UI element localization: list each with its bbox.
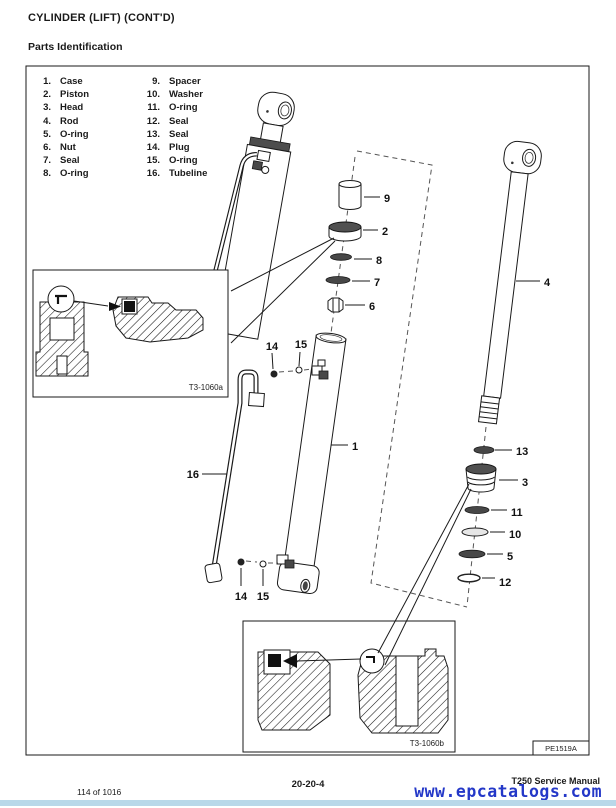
parts-list: 1. Case 9. Spacer 2. Piston 10. Washer 3. Head 1… — [37, 75, 207, 181]
part-number: 7. — [43, 155, 51, 167]
assembled-cylinder-drawing — [211, 91, 295, 340]
callout-4: 4 — [544, 277, 551, 289]
part-name: O-ring — [60, 128, 89, 140]
inset-bottom: T3-1060b — [242, 620, 456, 753]
part-name: Head — [60, 102, 84, 114]
plug-oring-top — [270, 366, 313, 378]
callout-6: 6 — [369, 301, 375, 313]
part-name: O-ring — [169, 102, 198, 114]
part-name: Seal — [169, 128, 189, 140]
part-name: Seal — [60, 155, 80, 167]
callout-circle-top — [47, 285, 75, 313]
section-subtitle: Parts Identification — [28, 41, 123, 53]
parts-list-row: 6. Nut 14. Plug — [37, 141, 207, 154]
case-drawing — [276, 332, 347, 595]
part-number: 2. — [43, 89, 51, 101]
callout-10: 10 — [509, 529, 521, 541]
part-number: 9. — [152, 76, 160, 87]
part-number: 3. — [43, 102, 51, 114]
callout-numbers: 9 2 8 7 6 4 13 3 11 10 5 12 1 16 14 15 1… — [187, 193, 551, 603]
part-number: 5. — [43, 128, 51, 140]
part-name: Case — [60, 76, 83, 87]
footer-sheet-number: 114 of 1016 — [77, 787, 122, 797]
part-number: 14. — [146, 142, 160, 154]
part-number: 8. — [43, 168, 51, 180]
part-number: 11. — [147, 102, 160, 114]
figure-code-box: PE1519A — [532, 740, 590, 756]
exploded-parts-right — [457, 446, 497, 583]
callout-11: 11 — [511, 507, 523, 519]
part-name: Seal — [169, 115, 189, 127]
part-name: Nut — [60, 142, 76, 154]
callout-1: 1 — [352, 441, 358, 453]
callout-9: 9 — [384, 193, 390, 205]
part-number: 6. — [43, 142, 51, 154]
rod-drawing — [477, 140, 542, 425]
callout-14-top: 14 — [266, 341, 279, 353]
tubeline-drawing — [204, 369, 265, 584]
callout-8: 8 — [376, 255, 382, 267]
callout-7: 7 — [374, 277, 380, 289]
part-name: Washer — [169, 89, 203, 101]
callout-2: 2 — [382, 226, 388, 238]
part-name: Plug — [169, 142, 190, 154]
callout-circle-bottom — [359, 648, 385, 674]
part-number: 1. — [43, 76, 51, 87]
callout-5: 5 — [507, 551, 513, 563]
parts-list-row: 2. Piston 10. Washer — [37, 88, 207, 101]
part-number: 15. — [146, 155, 160, 167]
part-number: 13. — [146, 128, 160, 140]
callout-14-bottom: 14 — [235, 591, 248, 603]
part-name: Spacer — [169, 76, 201, 87]
parts-list-row: 5. O-ring 13. Seal — [37, 128, 207, 141]
part-number: 12. — [146, 115, 160, 127]
plug-oring-bottom — [237, 558, 278, 568]
part-name: O-ring — [60, 168, 89, 180]
callout-15-top: 15 — [295, 339, 307, 351]
parts-list-row: 1. Case 9. Spacer — [37, 75, 207, 88]
part-name: O-ring — [169, 155, 198, 167]
callout-3: 3 — [522, 477, 528, 489]
callout-15-bottom: 15 — [257, 591, 269, 603]
arrow-icon — [283, 654, 297, 668]
bottom-blue-bar — [0, 800, 616, 806]
inset-bottom-label: T3-1060b — [410, 739, 445, 748]
figure-code: PE1519A — [545, 744, 577, 753]
part-name: Piston — [60, 89, 90, 101]
part-number: 4. — [43, 115, 51, 127]
part-name: Tubeline — [169, 168, 208, 180]
parts-list-row: 3. Head 11. O-ring — [37, 101, 207, 114]
part-number: 10. — [146, 89, 160, 101]
footer-manual-name: T250 Service Manual — [511, 776, 600, 786]
page-title: CYLINDER (LIFT) (CONT'D) — [28, 12, 175, 24]
inset-leader-lines — [230, 237, 472, 666]
callout-leader-lines — [202, 196, 540, 586]
callout-13: 13 — [516, 446, 528, 458]
inset-top-label: T3-1060a — [189, 383, 224, 392]
arrow-icon — [109, 302, 121, 311]
parts-list-row: 4. Rod 12. Seal — [37, 115, 207, 128]
callout-16: 16 — [187, 469, 199, 481]
callout-12: 12 — [499, 577, 511, 589]
case-port-fittings — [276, 359, 329, 569]
watermark-text: www.epcatalogs.com — [414, 782, 602, 801]
footer-page-code: 20-20-4 — [291, 779, 325, 790]
exploded-parts-left — [325, 180, 362, 313]
parts-list-row: 8. O-ring 16. Tubeline — [37, 167, 207, 180]
part-name: Rod — [60, 115, 79, 127]
inset-top: T3-1060a — [32, 269, 229, 398]
parts-list-row: 7. Seal 15. O-ring — [37, 154, 207, 167]
part-number: 16. — [146, 168, 160, 180]
